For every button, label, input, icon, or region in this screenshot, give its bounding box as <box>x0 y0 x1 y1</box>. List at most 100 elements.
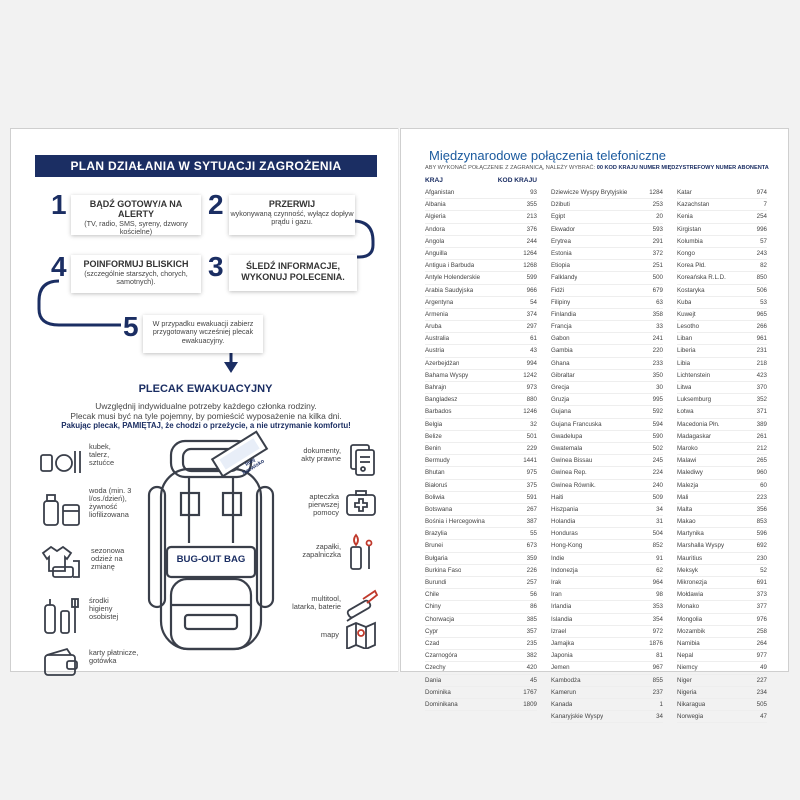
intro-line-1: Uwzględnij indywidualne potrzeby każdego… <box>95 401 317 411</box>
country-name: Erytrea <box>551 237 571 245</box>
country-name: Niemcy <box>677 664 698 672</box>
country-name: Japonia <box>551 652 573 660</box>
country-name: Fidżi <box>551 286 565 294</box>
action-plan-banner: PLAN DZIAŁANIA W SYTUACJI ZAGROŻENIA <box>35 155 377 177</box>
country-code: 389 <box>756 420 767 428</box>
country-name: Luksemburg <box>677 396 712 404</box>
country-row: Japonia 81 <box>551 650 663 663</box>
country-code: 1284 <box>649 189 663 196</box>
country-code: 356 <box>756 505 767 513</box>
step-4-text: (szczególnie starszych, chorych, samotny… <box>84 269 188 287</box>
country-name: Antyle Holenderskie <box>425 274 481 282</box>
country-name: Belgia <box>425 420 443 428</box>
country-name: Białoruś <box>425 481 448 489</box>
country-code: 382 <box>526 652 537 660</box>
country-code: 692 <box>756 542 767 550</box>
country-name: Jemen <box>551 664 570 672</box>
country-code: 850 <box>756 274 767 282</box>
page-fold <box>398 128 401 672</box>
backpack-icon <box>147 430 275 651</box>
country-code: 1441 <box>523 457 537 465</box>
country-code: 1242 <box>523 371 537 379</box>
country-code: 1264 <box>523 249 537 257</box>
country-row: Kazachstan 7 <box>677 199 767 212</box>
country-name: Bahrajn <box>425 384 447 391</box>
country-name: Lichtenstein <box>677 371 711 379</box>
wallet-icon <box>44 647 78 676</box>
country-code: 234 <box>756 688 767 696</box>
country-name: Filipiny <box>551 298 571 306</box>
country-code: 1246 <box>523 408 537 416</box>
country-code: 98 <box>656 591 663 599</box>
country-name: Madagaskar <box>677 432 712 440</box>
country-name: Czarnogóra <box>425 652 458 660</box>
country-code: 1268 <box>523 262 537 270</box>
country-code: 49 <box>760 664 767 672</box>
country-row: Belgia 32 <box>425 419 537 431</box>
step-5-number: 5 <box>123 311 139 342</box>
country-name: Kazachstan <box>677 201 710 209</box>
country-name: Lesotho <box>677 323 700 331</box>
country-name: Namibia <box>677 639 700 647</box>
step-4-title: POINFORMUJ BLISKICH <box>83 259 189 269</box>
country-name: Iran <box>551 591 562 599</box>
evacuation-backpack-title: PLECAK EWAKUACYJNY <box>138 383 273 395</box>
country-code: 7 <box>763 201 767 209</box>
country-name: Kambodża <box>551 676 581 684</box>
country-code: 599 <box>526 274 537 282</box>
country-name: Egipt <box>551 213 566 221</box>
country-code: 62 <box>656 566 663 574</box>
country-name: Kanada <box>551 700 573 708</box>
country-name: Gwinea Bissau <box>551 457 593 465</box>
country-code: 254 <box>756 213 767 221</box>
country-code: 32 <box>530 420 537 428</box>
country-name: Boliwia <box>425 493 445 501</box>
country-row: Iran 98 <box>551 589 663 602</box>
country-code: 56 <box>530 591 537 599</box>
country-name: Malediwy <box>677 469 703 477</box>
country-code: 355 <box>526 201 537 209</box>
dial-instructions-plain: ABY WYKONAĆ POŁĄCZENIE Z ZAGRANICĄ, NALE… <box>425 165 596 171</box>
country-code: 229 <box>526 444 537 452</box>
country-name: Kongo <box>677 249 695 257</box>
country-code: 57 <box>760 237 767 245</box>
country-code: 1809 <box>523 700 537 708</box>
country-code: 81 <box>656 652 663 660</box>
country-code: 593 <box>652 225 663 233</box>
